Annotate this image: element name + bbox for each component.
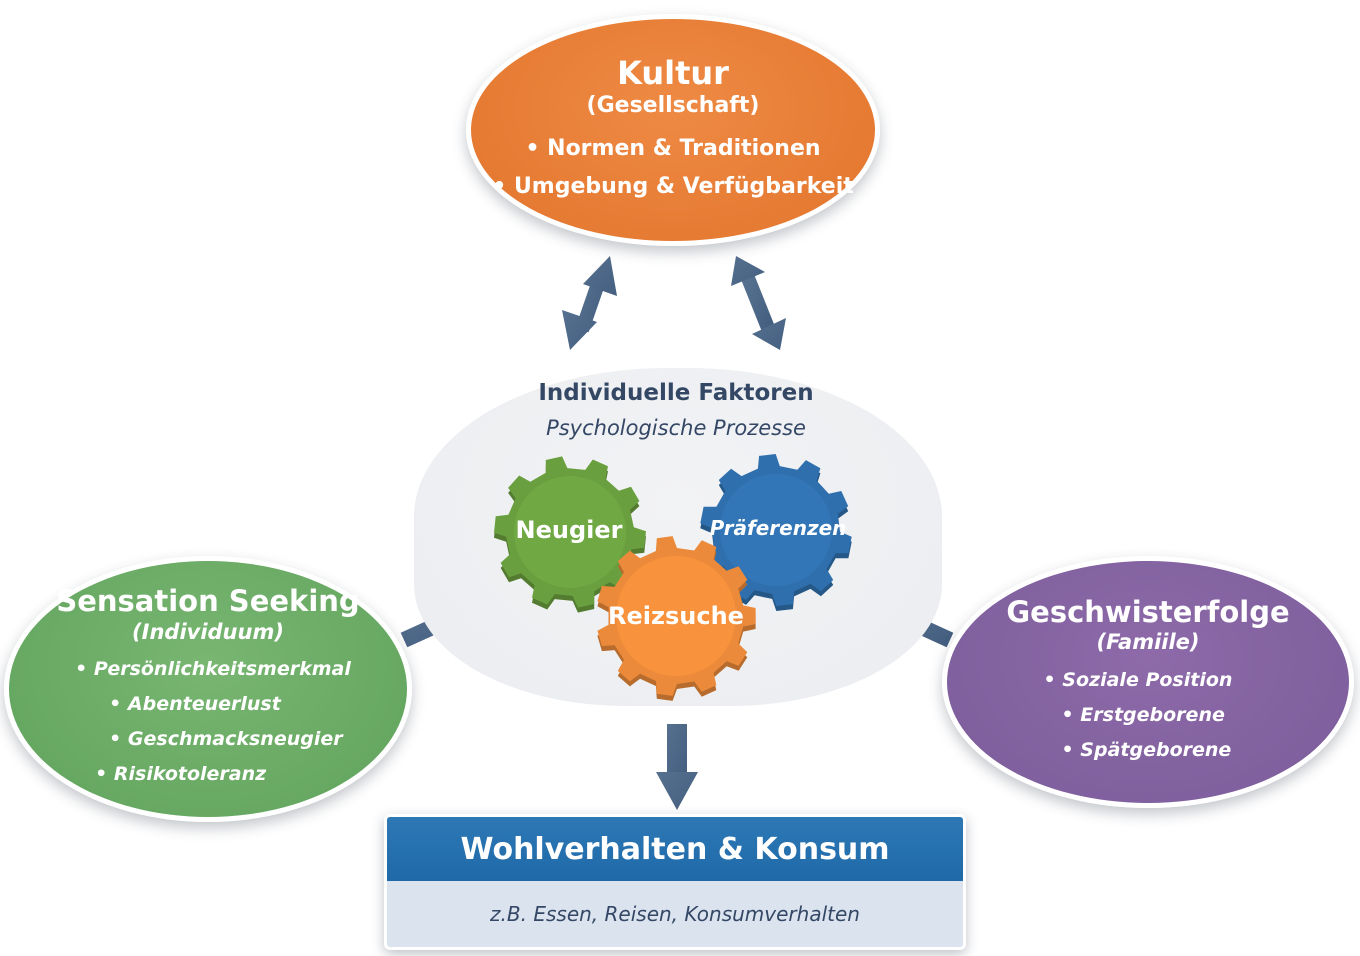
double-arrow-left xyxy=(562,256,617,350)
geschwister-item: • Soziale Position xyxy=(1043,668,1233,691)
gear-praeferenzen-hub xyxy=(720,474,832,586)
gear-reizsuche-hub xyxy=(616,556,736,676)
kultur-node: Kultur (Gesellschaft) • Normen & Traditi… xyxy=(466,14,880,246)
result-box: Wohlverhalten & Konsum z.B. Essen, Reise… xyxy=(384,814,966,950)
geschwister-subtitle: (Famiile) xyxy=(1096,630,1200,655)
sensation-item: • Geschmacksneugier xyxy=(109,728,343,751)
gear-neugier-hub xyxy=(514,476,626,588)
gear-label-neugier: Neugier xyxy=(515,516,623,544)
individual-factors-subtitle: Psychologische Prozesse xyxy=(546,416,806,440)
double-arrow-right xyxy=(731,256,786,350)
individual-factors-title: Individuelle Faktoren xyxy=(538,380,814,406)
geschwister-title: Geschwisterfolge xyxy=(1006,594,1290,629)
kultur-title: Kultur xyxy=(617,53,729,92)
sensation-seeking-node: Sensation Seeking (Individuum) • Persönl… xyxy=(4,556,412,822)
kultur-item: • Umgebung & Verfügbarkeit xyxy=(492,173,854,199)
kultur-subtitle: (Gesellschaft) xyxy=(586,92,760,118)
arrow-center-to-result xyxy=(656,724,698,810)
kultur-item: • Normen & Traditionen xyxy=(525,136,821,162)
result-title: Wohlverhalten & Konsum xyxy=(387,817,963,881)
gear-label-reizsuche: Reizsuche xyxy=(608,602,744,630)
sensation-title: Sensation Seeking xyxy=(56,584,360,619)
gear-neugier xyxy=(494,456,646,613)
geschwisterfolge-node: Geschwisterfolge (Famiile) • Soziale Pos… xyxy=(942,556,1354,808)
result-subtitle: z.B. Essen, Reisen, Konsumverhalten xyxy=(387,881,963,947)
geschwister-item: • Spätgeborene xyxy=(1061,738,1232,761)
sensation-item: • Risikotoleranz xyxy=(95,763,267,786)
gear-label-praeferenzen: Präferenzen xyxy=(709,516,847,540)
sensation-subtitle: (Individuum) xyxy=(132,619,284,644)
sensation-item: • Abenteuerlust xyxy=(109,693,281,716)
gear-reizsuche xyxy=(597,536,756,701)
sensation-item: • Persönlichkeitsmerkmal xyxy=(75,658,351,681)
geschwister-item: • Erstgeborene xyxy=(1061,703,1225,726)
